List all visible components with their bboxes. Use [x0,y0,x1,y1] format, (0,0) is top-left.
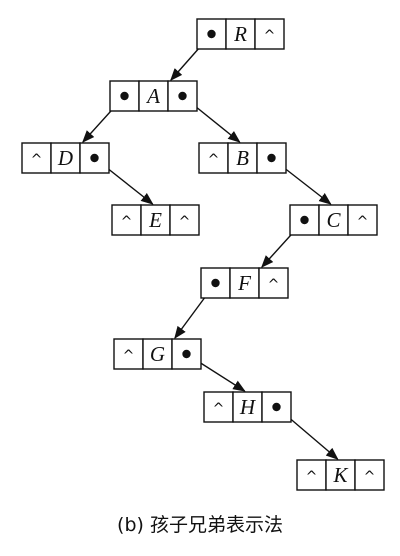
null-pointer-mark: ^ [121,214,133,230]
sibling-pointer-dot [178,91,187,101]
node-r: R^ [196,18,285,50]
figure-caption: (b) 孩子兄弟表示法 [117,514,283,536]
sibling-pointer-dot [272,402,281,412]
node-e: E ^ ^ [111,204,200,236]
child-pointer-cell [111,204,142,236]
node-label: D [57,146,73,170]
null-pointer-mark: ^ [357,214,369,230]
node-f: F^ [200,267,289,299]
sibling-pointer-cell [169,204,200,236]
node-k: K ^ ^ [296,459,385,491]
sibling-pointer-cell [254,18,285,50]
null-pointer-mark: ^ [179,214,191,230]
node-label: B [236,146,249,170]
sibling-pointer-cell [354,459,385,491]
node-d: D^ [21,142,110,174]
sibling-pointer-dot [182,349,191,359]
null-pointer-mark: ^ [123,348,135,364]
child-pointer-cell [198,142,229,174]
child-pointer-dot [207,29,216,39]
child-pointer-cell [113,338,144,370]
null-pointer-mark: ^ [31,152,43,168]
sibling-pointer-cell [347,204,378,236]
data-cell [232,391,263,423]
sibling-pointer-dot [90,153,99,163]
null-pointer-mark: ^ [364,469,376,485]
node-b: B^ [198,142,287,174]
null-pointer-mark: ^ [306,469,318,485]
node-label: R [233,22,247,46]
child-pointer-cell [203,391,234,423]
node-h: H^ [203,391,292,423]
data-cell [138,80,169,112]
node-label: C [326,208,341,232]
data-cell [318,204,349,236]
null-pointer-mark: ^ [213,401,225,417]
child-pointer-dot [120,91,129,101]
node-label: E [148,208,162,232]
node-label: K [332,463,348,487]
sibling-pointer-dot [267,153,276,163]
child-pointer-dot [211,278,220,288]
null-pointer-mark: ^ [208,152,220,168]
node-g: G^ [113,338,202,370]
null-pointer-mark: ^ [268,277,280,293]
node-label: A [145,84,160,108]
data-cell [140,204,171,236]
child-sibling-diagram: R^AD^E^^B^C^F^G^H^K^^ [21,18,385,491]
data-cell [142,338,173,370]
child-pointer-dot [300,215,309,225]
node-c: C^ [289,204,378,236]
node-a: A [109,80,198,112]
node-boxes: R^AD^E^^B^C^F^G^H^K^^ [21,18,385,491]
child-pointer-cell [21,142,52,174]
data-cell [225,18,256,50]
sibling-pointer-cell [258,267,289,299]
null-pointer-mark: ^ [264,28,276,44]
node-label: F [237,271,251,295]
node-label: G [150,342,165,366]
node-label: H [239,395,257,419]
